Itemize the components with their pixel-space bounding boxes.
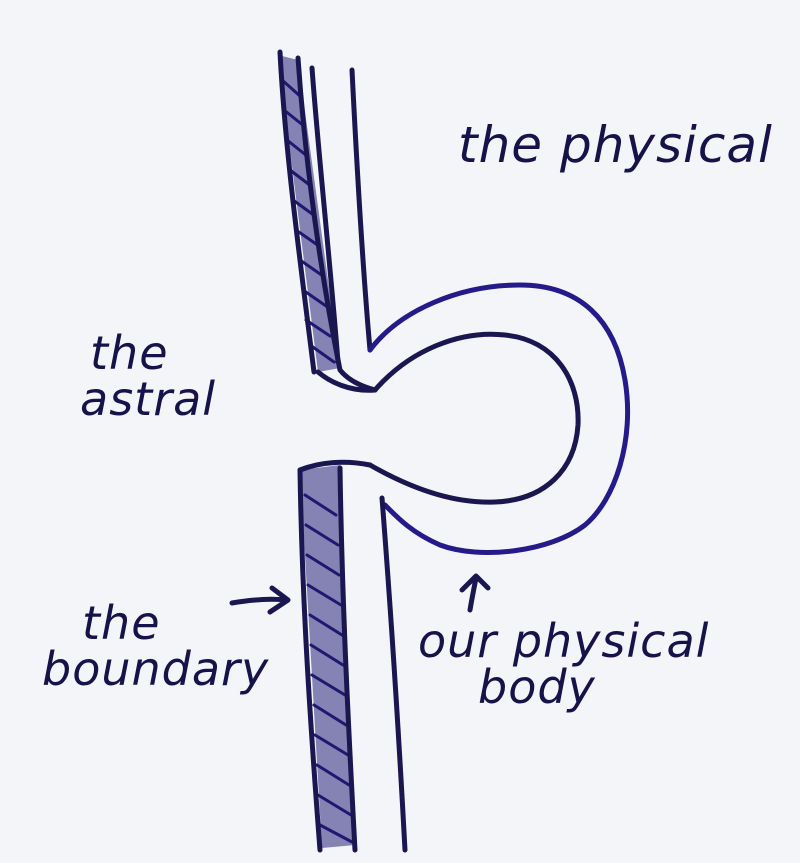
label-astral-line-1: the	[90, 326, 169, 380]
label-boundary-line-1: the	[82, 596, 161, 650]
label-astral-line-2: astral	[80, 372, 217, 426]
lower-boundary-inner-line	[297, 459, 373, 853]
label-the-physical: the physical	[458, 116, 773, 174]
physical-edge-bottom	[379, 495, 408, 853]
upper-boundary-outer-line	[277, 49, 317, 375]
label-boundary-line-2: boundary	[42, 642, 270, 696]
lower-boundary-outer-line	[297, 467, 323, 853]
upper-boundary-inner-line	[295, 55, 378, 393]
lower-hatching	[303, 493, 354, 844]
body-loop-outer	[367, 282, 631, 555]
neck-line	[315, 369, 378, 393]
upper-body-wall	[309, 65, 341, 365]
upper-hatching	[280, 78, 336, 364]
boundary-arrow	[229, 585, 291, 615]
label-the-boundary: the boundary	[42, 600, 269, 692]
label-body-line-2: body	[478, 660, 596, 714]
physical-edge-top	[349, 67, 373, 353]
label-our-physical-body: our physical body	[418, 618, 709, 710]
body-arrow	[459, 573, 491, 613]
label-the-astral: the astral	[80, 330, 216, 422]
body-loop-inner	[367, 331, 581, 505]
label-body-line-1: our physical	[418, 614, 710, 668]
